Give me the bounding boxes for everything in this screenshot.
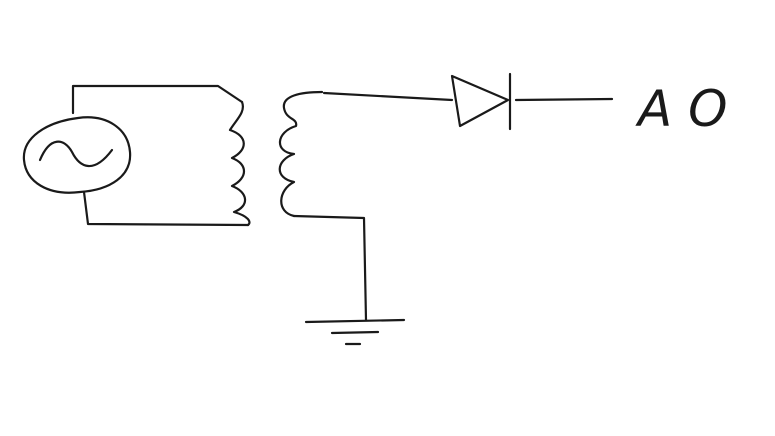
diode-triangle: [450, 74, 510, 128]
primary-bottom-wire: [82, 190, 250, 227]
output-label: A O: [635, 80, 727, 138]
secondary-to-diode-wire: [322, 91, 454, 102]
ground-line-2: [330, 330, 380, 335]
secondary-to-ground-wire: [292, 214, 368, 322]
diode-icon: [450, 72, 614, 131]
primary-wiring: [71, 84, 250, 227]
ground-line-1: [304, 318, 406, 324]
ac-sine-wave: [38, 140, 114, 168]
primary-coil: [228, 100, 251, 227]
ac-source-circle: [22, 116, 132, 194]
transformer-icon: [228, 90, 324, 227]
ac-source-icon: [22, 116, 132, 194]
secondary-wiring: [292, 91, 454, 322]
primary-top-wire: [71, 84, 244, 115]
ground-icon: [304, 318, 406, 346]
secondary-coil: [278, 90, 324, 218]
diode-output-wire: [514, 97, 614, 102]
